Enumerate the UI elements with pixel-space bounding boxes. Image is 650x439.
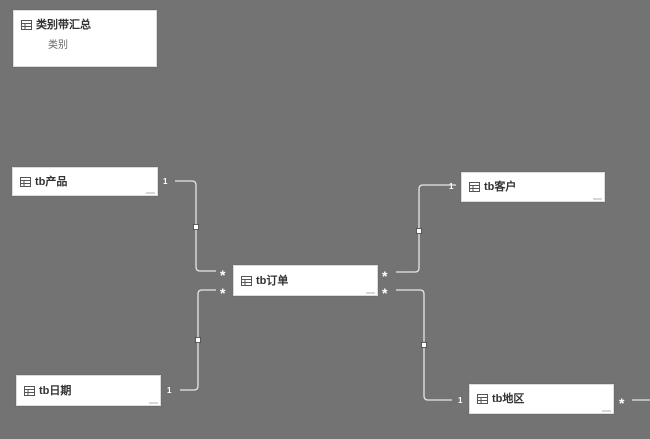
field-list: 类别 — [48, 39, 68, 53]
table-card-customer[interactable]: tb客户 — [461, 172, 605, 202]
table-card-product[interactable]: tb产品 — [12, 167, 158, 196]
cardinality-many-label: * — [220, 267, 226, 283]
table-card-category-summary[interactable]: 类别带汇总 类别 — [13, 10, 157, 67]
resize-grip[interactable] — [602, 410, 611, 412]
cardinality-many-label: * — [382, 285, 388, 301]
cardinality-one-label: 1 — [167, 386, 172, 395]
relationship-region-offscreen[interactable]: * — [619, 395, 650, 411]
table-title: tb日期 — [39, 385, 72, 397]
relationship-product-orders[interactable]: 1 * — [163, 177, 226, 283]
table-icon — [20, 177, 31, 187]
cardinality-many-label: * — [220, 285, 226, 301]
cardinality-many-label: * — [619, 395, 625, 411]
table-icon — [469, 182, 480, 192]
relationship-date-orders[interactable]: 1 * — [167, 285, 226, 395]
resize-grip[interactable] — [593, 198, 602, 200]
relationship-line[interactable] — [396, 184, 456, 273]
table-header: tb订单 — [241, 273, 288, 289]
table-header: tb产品 — [20, 174, 67, 190]
field-item[interactable]: 类别 — [48, 40, 68, 51]
table-card-date[interactable]: tb日期 — [16, 375, 161, 406]
resize-grip[interactable] — [149, 402, 158, 404]
table-card-orders[interactable]: tb订单 — [233, 265, 378, 296]
table-header: tb客户 — [469, 179, 516, 195]
relationship-midpoint-handle[interactable] — [416, 228, 422, 234]
table-title: tb订单 — [256, 275, 289, 287]
relationship-customer-orders[interactable]: 1 * — [382, 182, 456, 284]
table-icon — [21, 20, 32, 30]
cardinality-one-label: 1 — [458, 396, 463, 405]
table-card-region[interactable]: tb地区 — [469, 384, 614, 414]
cardinality-one-label: 1 — [449, 182, 454, 191]
table-header: 类别带汇总 — [21, 17, 91, 33]
relationship-midpoint-handle[interactable] — [195, 337, 201, 343]
resize-grip[interactable] — [366, 292, 375, 294]
table-icon — [241, 276, 252, 286]
table-title: tb客户 — [484, 181, 517, 193]
relationship-midpoint-handle[interactable] — [421, 342, 427, 348]
table-title: tb地区 — [492, 393, 525, 405]
table-header: tb日期 — [24, 383, 71, 399]
table-icon — [477, 394, 488, 404]
relationship-midpoint-handle[interactable] — [193, 224, 199, 230]
cardinality-many-label: * — [382, 268, 388, 284]
relationship-region-orders[interactable]: 1 * — [382, 285, 463, 405]
table-title: 类别带汇总 — [36, 19, 91, 31]
table-icon — [24, 386, 35, 396]
cardinality-one-label: 1 — [163, 177, 168, 186]
resize-grip[interactable] — [146, 192, 155, 194]
table-header: tb地区 — [477, 391, 524, 407]
table-title: tb产品 — [35, 176, 68, 188]
